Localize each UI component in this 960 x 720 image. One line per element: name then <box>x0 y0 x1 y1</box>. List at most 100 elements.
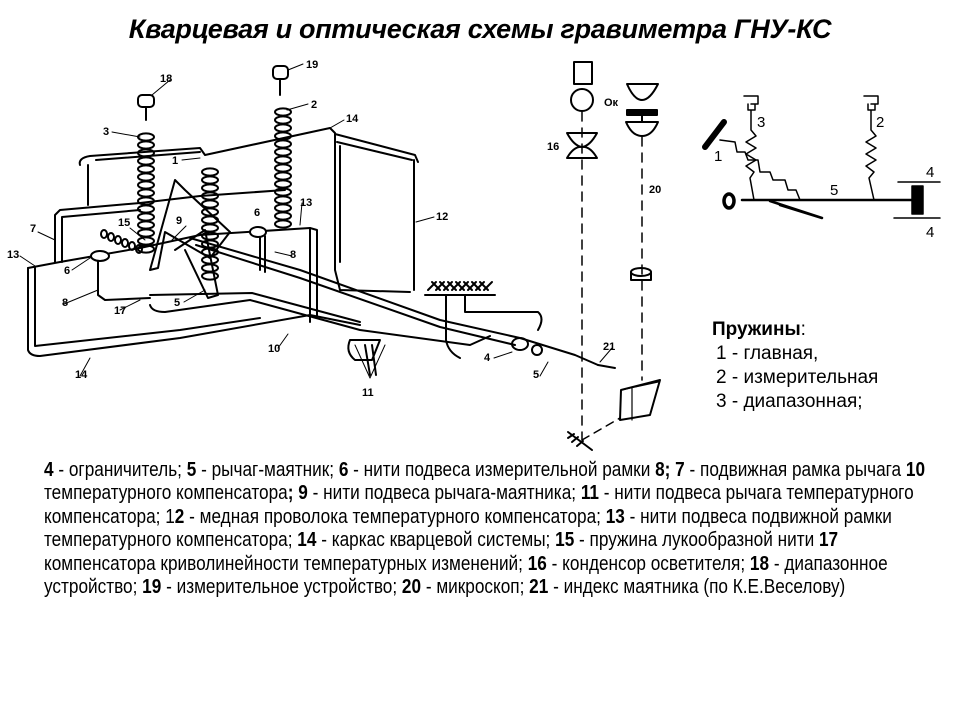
label-eyepiece: Ок <box>604 97 619 109</box>
spring-item: 3 - диапазонная; <box>716 391 863 412</box>
coil-turn <box>274 123 292 133</box>
label-14-bottom: 14 <box>75 369 88 381</box>
coil-turn <box>274 219 292 229</box>
objective-lens <box>625 121 659 137</box>
schem-label-1: 1 <box>714 148 722 165</box>
coil-turn <box>274 211 292 221</box>
label-2: 2 <box>311 99 317 111</box>
legend-text: - каркас кварцевой системы; <box>316 529 556 552</box>
legend-text: - нити подвеса измерительной рамки <box>348 459 656 481</box>
coil-turn <box>100 229 108 239</box>
coil-turn <box>201 175 219 185</box>
legend-text: температурного компенсатора <box>44 482 288 505</box>
legend-number: 2 <box>174 505 185 528</box>
coil-turn <box>137 156 155 166</box>
schem-label-4-top: 4 <box>926 164 934 181</box>
label-15: 15 <box>118 217 130 229</box>
coil-turn <box>274 139 292 149</box>
coil-turn <box>137 180 155 190</box>
legend-text: - пружина лукообразной нити <box>574 529 819 552</box>
legend-number: 6 <box>338 459 349 481</box>
coil-turn <box>274 115 292 125</box>
coil-turn <box>128 241 136 251</box>
label-10: 10 <box>268 343 280 355</box>
spring-1-coil <box>201 167 219 281</box>
suspension-6-right <box>249 226 267 238</box>
legend-text: - микроскоп; <box>421 576 530 599</box>
legend-text: - измерительное устройство; <box>161 576 402 599</box>
legend-text: - ограничитель; <box>53 459 187 481</box>
coil-turn <box>274 163 292 173</box>
label-11: 11 <box>362 387 374 399</box>
label-5-right: 5 <box>533 369 539 381</box>
prism <box>619 379 661 421</box>
coil-turn <box>201 271 219 281</box>
spring-item: 1 - главная, <box>716 343 819 364</box>
legend-text: - конденсор осветителя; <box>546 552 750 575</box>
label-9: 9 <box>176 215 182 227</box>
coil-turn <box>274 147 292 157</box>
legend-number: 18 <box>749 552 770 575</box>
coil-turn <box>137 164 155 174</box>
legend-text: - нити подвеса рычага-маятника; <box>307 482 581 505</box>
legend-text: - нити подвеса рычага температурного ком… <box>44 482 914 528</box>
label-13-right: 13 <box>300 197 312 209</box>
label-4: 4 <box>484 352 491 364</box>
legend-number: 14 <box>297 529 317 552</box>
coil-turn <box>274 179 292 189</box>
spring-2-coil <box>274 107 292 229</box>
coil-springs <box>100 107 292 281</box>
legend-number: 19 <box>142 576 162 599</box>
coil-turn <box>137 204 155 214</box>
legend-number: 9 <box>298 482 308 505</box>
mirror <box>567 431 593 451</box>
coil-turn <box>107 232 115 242</box>
spring-3-coil <box>137 132 155 254</box>
legend-number: 11 <box>580 482 600 505</box>
label-14-top: 14 <box>346 113 359 125</box>
lens-circle <box>570 88 594 112</box>
coil-turn <box>201 215 219 225</box>
coil-turn <box>114 235 122 245</box>
label-6-right: 6 <box>254 207 260 219</box>
page-title: Кварцевая и оптическая схемы гравиметра … <box>128 14 832 44</box>
label-19: 19 <box>306 59 318 71</box>
quartz-labels: 18 19 3 2 14 1 12 7 13 15 9 6 13 6 8 8 1… <box>7 59 615 399</box>
label-5-left: 5 <box>174 297 180 309</box>
legend-text: - индекс маятника (по К.Е.Веселову) <box>548 576 846 599</box>
schem-label-3: 3 <box>757 114 765 131</box>
legend-number: 15 <box>555 529 575 552</box>
spring-item: 2 - измерительная <box>716 367 879 388</box>
legend-number: 13 <box>605 505 625 528</box>
coil-turn <box>201 263 219 273</box>
coil-turn <box>274 203 292 213</box>
schem-label-4-bottom: 4 <box>926 224 934 241</box>
range-device-18 <box>137 94 155 108</box>
gravimeter-diagram: 18 19 3 2 14 1 12 7 13 15 9 6 13 6 8 8 1… <box>7 59 941 451</box>
label-21: 21 <box>603 341 615 353</box>
legend-number: ; <box>287 482 294 505</box>
legend-text: - медная проволока температурного компен… <box>184 505 606 528</box>
springs-colon: : <box>800 319 806 340</box>
coil-turn <box>201 183 219 193</box>
coil-turn <box>137 220 155 230</box>
legend-number: 20 <box>401 576 422 599</box>
coil-turn <box>137 188 155 198</box>
label-8-left: 8 <box>62 297 68 309</box>
legend-number: 4 <box>44 459 54 481</box>
coil-turn <box>201 167 219 177</box>
eyepiece <box>626 83 659 101</box>
label-12: 12 <box>436 211 448 223</box>
spring-15-coil <box>100 229 143 254</box>
legend-text: компенсатора криволинейности температурн… <box>44 552 528 575</box>
legend-number: 21 <box>529 576 549 599</box>
springs-legend: Пружины: 1 - главная, 2 - измерительная … <box>712 318 878 414</box>
label-1: 1 <box>172 155 178 167</box>
legend-number: 8; 7 <box>655 459 685 481</box>
label-7: 7 <box>30 223 36 235</box>
schem-label-2: 2 <box>876 114 884 131</box>
optical-scheme <box>566 61 661 451</box>
legend-number: 10 <box>905 459 926 481</box>
label-8-right: 8 <box>290 249 296 261</box>
label-3: 3 <box>103 126 109 138</box>
